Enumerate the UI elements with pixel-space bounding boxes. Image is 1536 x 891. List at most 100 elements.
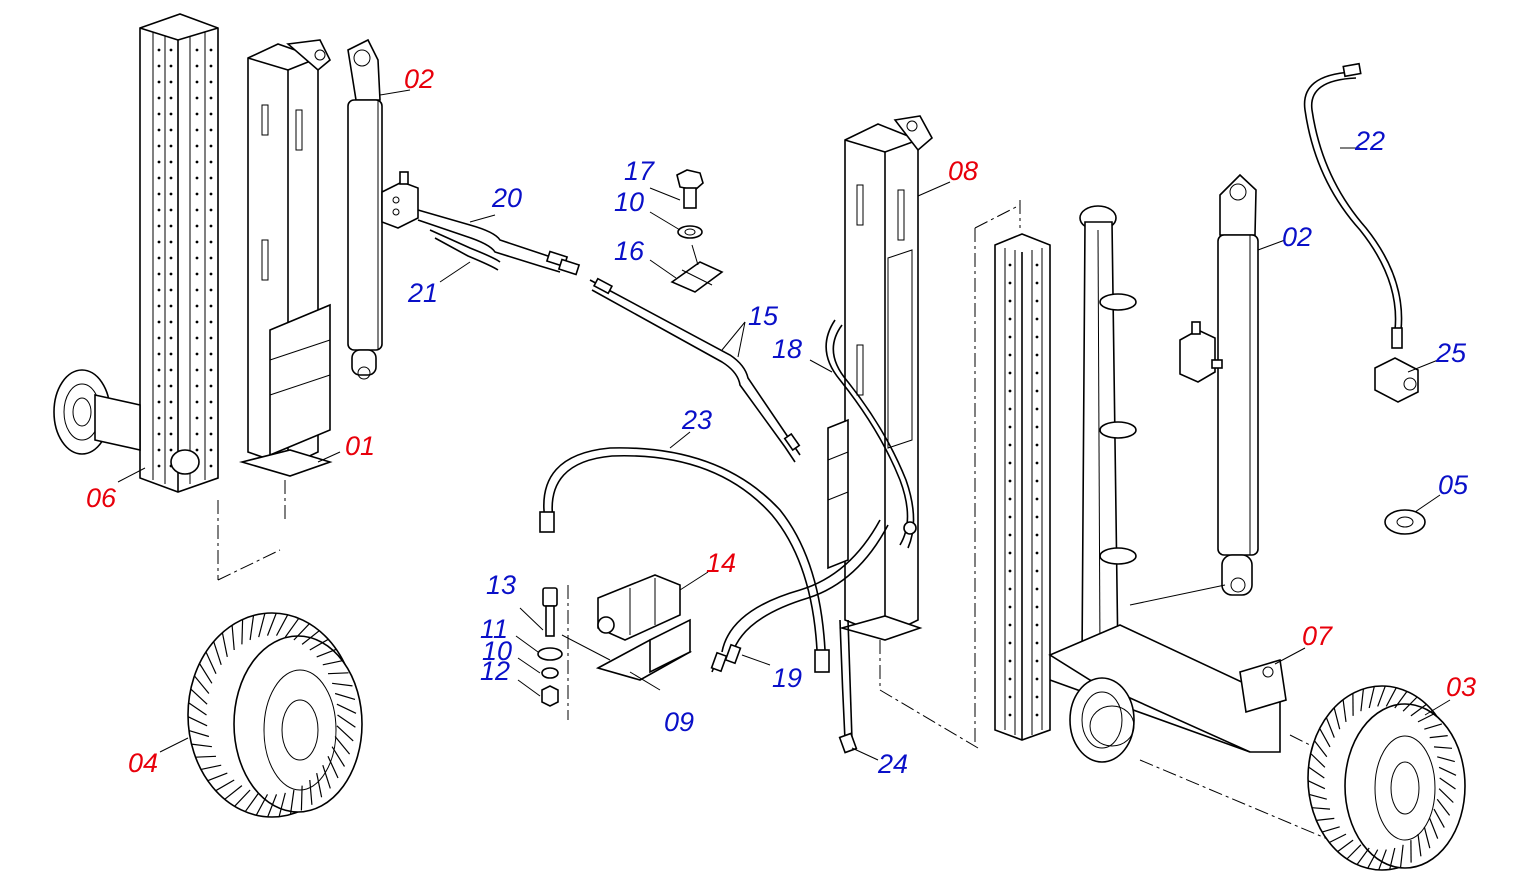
hole bbox=[170, 97, 173, 100]
hole bbox=[170, 65, 173, 68]
hole bbox=[1009, 534, 1012, 537]
part-05-ring bbox=[1385, 495, 1440, 534]
hole bbox=[196, 401, 199, 404]
hole bbox=[210, 177, 213, 180]
label-05: 05 bbox=[1438, 470, 1469, 500]
hole bbox=[210, 113, 213, 116]
hole bbox=[210, 225, 213, 228]
label-09: 09 bbox=[664, 707, 694, 737]
hole bbox=[196, 161, 199, 164]
hole bbox=[170, 129, 173, 132]
label-20: 20 bbox=[491, 183, 522, 213]
hole bbox=[1036, 354, 1039, 357]
hole bbox=[210, 273, 213, 276]
hole bbox=[210, 65, 213, 68]
hose-22-tee-25 bbox=[1305, 64, 1438, 402]
hole bbox=[1009, 624, 1012, 627]
hole bbox=[170, 177, 173, 180]
hole bbox=[196, 145, 199, 148]
hole bbox=[1036, 336, 1039, 339]
hole bbox=[1036, 444, 1039, 447]
label-25: 25 bbox=[1435, 338, 1467, 368]
hole bbox=[1036, 588, 1039, 591]
hole bbox=[210, 193, 213, 196]
hole bbox=[196, 385, 199, 388]
label-16: 16 bbox=[614, 236, 645, 266]
hole bbox=[1009, 264, 1012, 267]
hole bbox=[210, 209, 213, 212]
hole bbox=[1036, 372, 1039, 375]
label-08: 08 bbox=[948, 156, 978, 186]
hole bbox=[196, 305, 199, 308]
hole bbox=[170, 49, 173, 52]
hole bbox=[1009, 336, 1012, 339]
hole bbox=[158, 353, 161, 356]
hole bbox=[196, 241, 199, 244]
hole bbox=[158, 465, 161, 468]
hole bbox=[210, 449, 213, 452]
hole bbox=[196, 289, 199, 292]
hole bbox=[1036, 390, 1039, 393]
hole bbox=[1009, 354, 1012, 357]
hole bbox=[1009, 480, 1012, 483]
hole bbox=[158, 257, 161, 260]
hole bbox=[158, 113, 161, 116]
hole bbox=[210, 81, 213, 84]
hole bbox=[158, 449, 161, 452]
hole bbox=[1009, 498, 1012, 501]
label-15: 15 bbox=[748, 301, 779, 331]
hole bbox=[210, 401, 213, 404]
label-02: 02 bbox=[404, 64, 434, 94]
hole bbox=[1036, 498, 1039, 501]
hole bbox=[196, 433, 199, 436]
hole bbox=[158, 433, 161, 436]
hole bbox=[1036, 534, 1039, 537]
hole bbox=[210, 305, 213, 308]
hole bbox=[1009, 696, 1012, 699]
label-21: 21 bbox=[407, 278, 438, 308]
hole bbox=[1009, 552, 1012, 555]
hole bbox=[196, 97, 199, 100]
label-22: 22 bbox=[1354, 126, 1385, 156]
part-08-column bbox=[828, 116, 978, 748]
label-23: 23 bbox=[681, 405, 712, 435]
hole bbox=[170, 369, 173, 372]
hole bbox=[1036, 480, 1039, 483]
label-17: 17 bbox=[624, 156, 655, 186]
hole bbox=[1036, 462, 1039, 465]
tread-lug bbox=[242, 620, 243, 645]
tread-lug bbox=[301, 786, 302, 811]
hose-24 bbox=[840, 620, 878, 760]
label-11: 11 bbox=[480, 614, 508, 644]
label-14: 14 bbox=[706, 548, 736, 578]
hole bbox=[158, 65, 161, 68]
hole bbox=[1009, 408, 1012, 411]
hole bbox=[210, 97, 213, 100]
hole bbox=[170, 449, 173, 452]
hole bbox=[170, 241, 173, 244]
hole bbox=[170, 401, 173, 404]
label-01: 01 bbox=[345, 431, 375, 461]
hole bbox=[1009, 588, 1012, 591]
hole bbox=[196, 417, 199, 420]
hole bbox=[170, 209, 173, 212]
hole bbox=[196, 129, 199, 132]
hole bbox=[1036, 264, 1039, 267]
hole bbox=[170, 289, 173, 292]
pump-14-bracket-09 bbox=[562, 575, 690, 690]
hole bbox=[158, 337, 161, 340]
hole bbox=[210, 257, 213, 260]
hole bbox=[1009, 606, 1012, 609]
hole bbox=[210, 385, 213, 388]
hole bbox=[170, 433, 173, 436]
hole bbox=[1009, 444, 1012, 447]
hole bbox=[158, 305, 161, 308]
hole bbox=[210, 433, 213, 436]
hole bbox=[170, 337, 173, 340]
hole bbox=[170, 145, 173, 148]
part-02-cylinder-right bbox=[1130, 175, 1285, 605]
hole bbox=[196, 193, 199, 196]
hoses-20-21 bbox=[418, 210, 579, 282]
hole bbox=[1009, 678, 1012, 681]
